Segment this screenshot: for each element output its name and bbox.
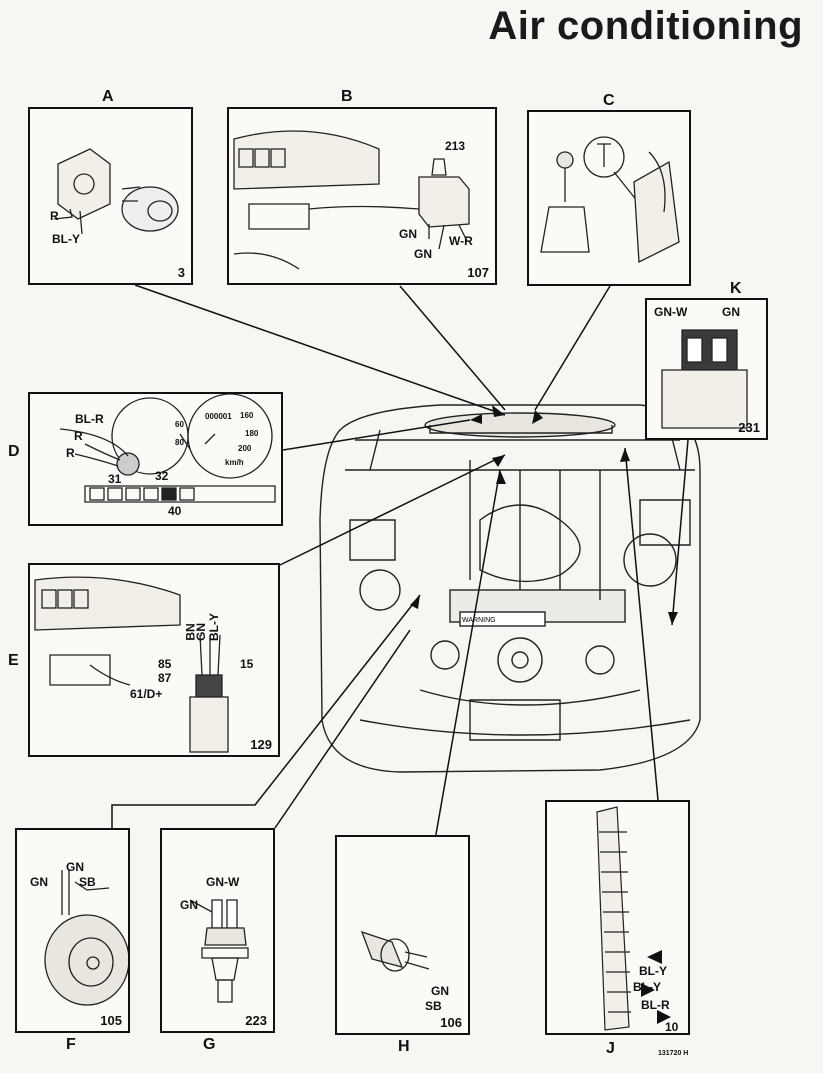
- wire-label: 15: [240, 657, 254, 671]
- wire-label: 61/D+: [130, 687, 163, 701]
- instrument-cluster-drawing: [59, 394, 276, 503]
- panel-number: 40: [168, 504, 182, 518]
- wire-label: 31: [108, 472, 122, 486]
- wire-label: R: [74, 429, 83, 443]
- wire-label: BL-Y: [639, 964, 667, 978]
- panel-number: 10: [665, 1020, 679, 1034]
- wire-label: 32: [155, 469, 169, 483]
- speedo-tick: 200: [238, 444, 252, 453]
- leader-e: [279, 454, 506, 566]
- panel-g: GN-W GN 223: [160, 828, 275, 1033]
- wire-label: GN: [399, 227, 417, 241]
- leader-arrowheads: [410, 405, 678, 625]
- wire-label: GN: [30, 875, 48, 889]
- wire-label: GN-W: [654, 305, 688, 319]
- leader-k: [671, 439, 689, 626]
- wire-label: BL-R: [75, 412, 104, 426]
- speedo-unit: km/h: [225, 458, 244, 467]
- panel-c: [527, 110, 691, 286]
- wire-label: R: [50, 209, 59, 223]
- panel-g-letter: G: [203, 1036, 216, 1053]
- panel-number: 107: [467, 265, 489, 280]
- wire-label: GN: [722, 305, 740, 319]
- panel-h-letter: H: [398, 1038, 410, 1055]
- engine-bay: [319, 404, 701, 773]
- leader-c: [534, 285, 611, 411]
- leader-lines: [111, 284, 689, 841]
- panel-j: BL-Y BL-Y BL-R 10: [545, 800, 690, 1035]
- panel-f-letter: F: [66, 1036, 76, 1053]
- panel-number: 129: [250, 737, 272, 752]
- wire-label: GN: [66, 860, 84, 874]
- wire-label: GN-W: [206, 875, 240, 889]
- engine-warning-label: WARNING: [462, 617, 496, 624]
- panel-b: 213 GN GN W-R 107: [227, 107, 497, 285]
- panel-number: 105: [100, 1013, 122, 1028]
- wire-label: R: [66, 446, 75, 460]
- wire-label: SB: [425, 999, 442, 1013]
- leader-h: [434, 469, 501, 841]
- wire-label: BL-Y: [207, 613, 221, 641]
- leader-g: [274, 629, 411, 829]
- panel-c-letter: C: [603, 92, 615, 109]
- page-title: Air conditioning: [488, 4, 803, 48]
- ac-switch-drawing: [233, 130, 470, 270]
- fan-switch-drawing: [53, 148, 179, 235]
- panel-e-letter: E: [8, 652, 19, 669]
- connector-strip-drawing: [596, 806, 671, 1031]
- panel-k-letter: K: [730, 280, 742, 297]
- wire-label: GN: [194, 623, 208, 641]
- leader-d: [282, 419, 471, 451]
- wire-label: 213: [445, 139, 466, 153]
- wire-label: GN: [431, 984, 449, 998]
- panel-a: R BL-Y 3: [28, 107, 193, 285]
- panel-k: GN-W GN 231: [645, 298, 768, 440]
- panel-number: 223: [245, 1013, 267, 1028]
- leader-f: [111, 594, 421, 828]
- panel-a-letter: A: [102, 88, 114, 105]
- wire-label: BL-R: [641, 998, 670, 1012]
- panel-f: GN GN SB 105: [15, 828, 130, 1033]
- panel-b-letter: B: [341, 88, 353, 105]
- panel-e: BN GN BL-Y 85 87 15 61/D+ 129: [28, 563, 280, 757]
- gear-lever-drawing: [540, 136, 680, 264]
- sensor-drawing: [360, 930, 430, 972]
- wire-label: W-R: [449, 234, 473, 248]
- panel-d-letter: D: [8, 443, 20, 460]
- speedo-tick: 180: [245, 429, 259, 438]
- figure-code: 131720 H: [658, 1050, 689, 1057]
- panel-h: GN SB 106: [335, 835, 470, 1035]
- speedo-tick: 60: [175, 420, 184, 429]
- panel-number: 231: [738, 420, 760, 435]
- panel-number: 3: [177, 265, 185, 280]
- wire-label: 87: [158, 671, 172, 685]
- panel-number: 106: [440, 1015, 462, 1030]
- wire-label: GN: [180, 898, 198, 912]
- wire-label: BL-Y: [52, 232, 80, 246]
- wire-label: SB: [79, 875, 96, 889]
- compressor-clutch-drawing: [44, 870, 128, 1006]
- leader-a: [134, 284, 506, 416]
- relay-drawing: [661, 329, 748, 429]
- wire-label: GN: [414, 247, 432, 261]
- leader-j: [624, 447, 659, 801]
- odometer-readout: 000001: [205, 412, 232, 421]
- speedo-tick: 160: [240, 411, 254, 420]
- panel-j-letter: J: [606, 1040, 615, 1057]
- speedo-tick: 80: [175, 438, 184, 447]
- leader-b: [399, 285, 506, 411]
- wire-label: 85: [158, 657, 172, 671]
- pressure-switch-drawing: [189, 899, 249, 1003]
- relay-connector-drawing: [34, 576, 229, 753]
- panel-d: BL-R R R 31 32 000001 60 80 160 180 200 …: [28, 392, 283, 526]
- wire-label: BL-Y: [633, 980, 661, 994]
